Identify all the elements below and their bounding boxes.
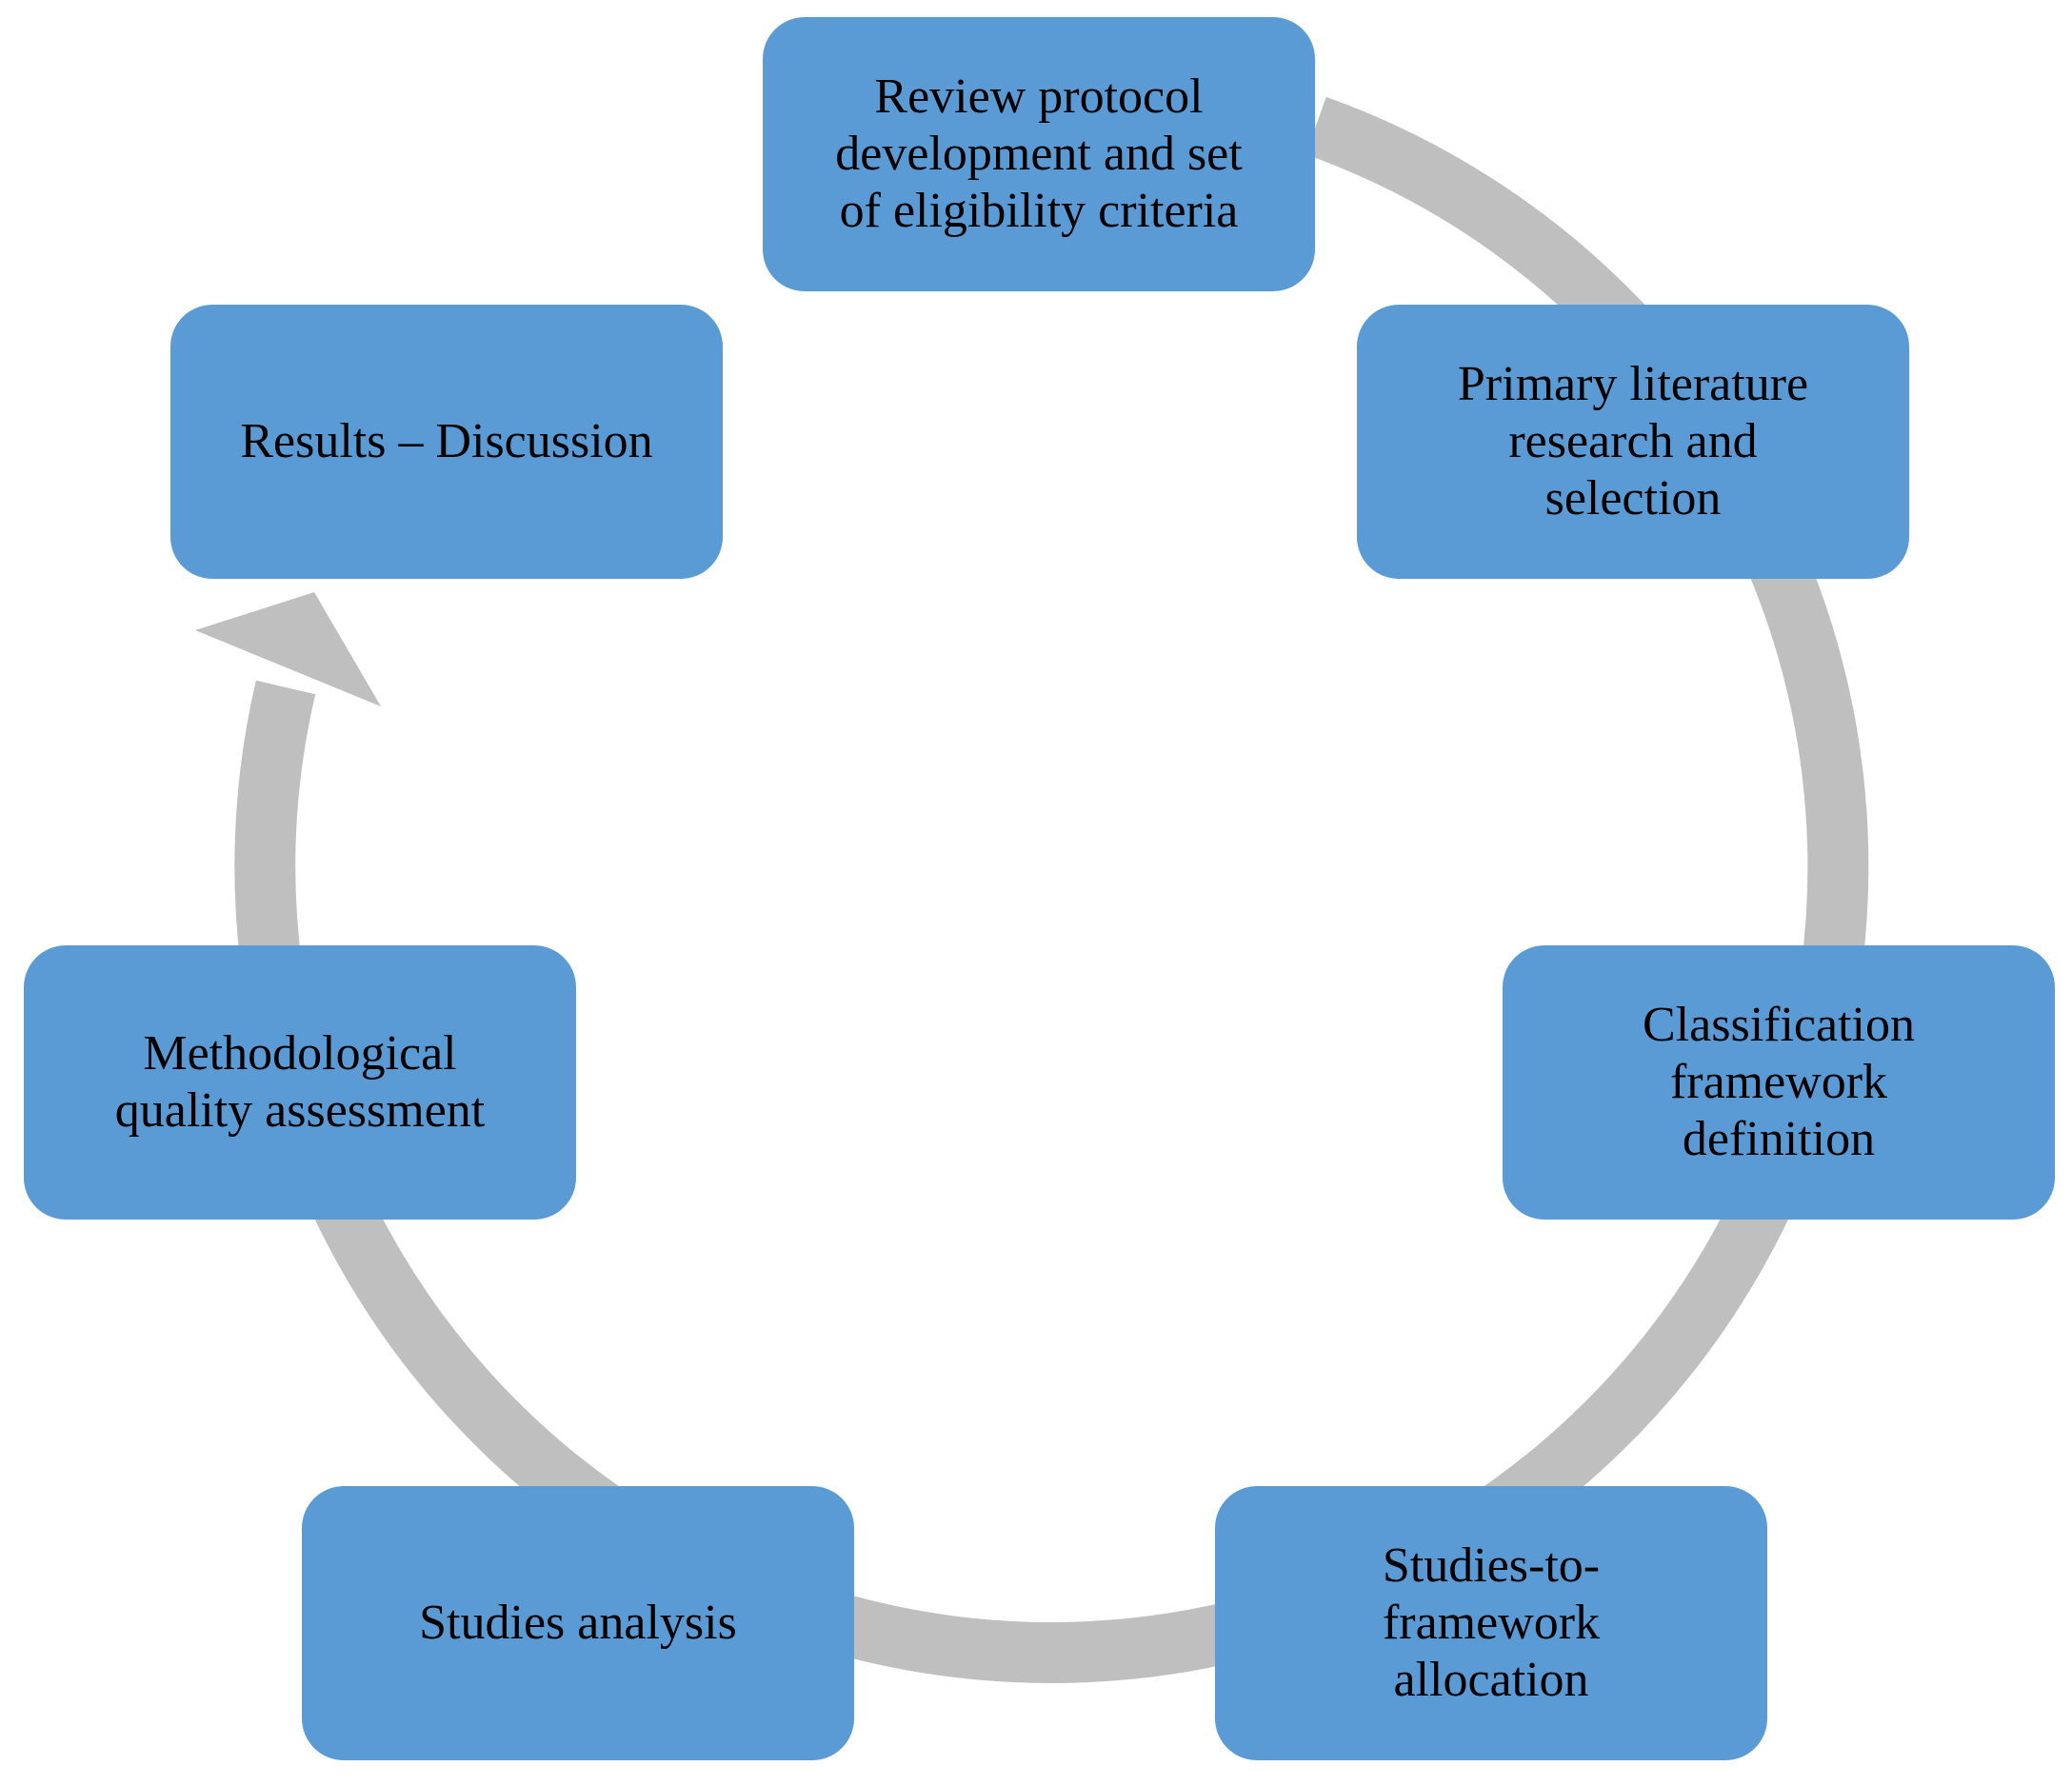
cycle-arrowhead — [195, 592, 381, 706]
step-results-discussion: Results – Discussion — [170, 305, 723, 579]
step-studies-allocation: Studies-to- framework allocation — [1215, 1486, 1767, 1760]
step-label: Primary literature research and selectio… — [1457, 357, 1809, 526]
step-label: Classification framework definition — [1643, 998, 1915, 1166]
step-label: Results – Discussion — [240, 414, 653, 468]
step-review-protocol: Review protocol development and set of e… — [763, 17, 1315, 291]
step-studies-analysis: Studies analysis — [302, 1486, 854, 1760]
step-primary-literature: Primary literature research and selectio… — [1357, 305, 1909, 579]
step-label: Methodological quality assessment — [114, 1026, 486, 1138]
step-label: Review protocol development and set of e… — [835, 69, 1243, 238]
step-label: Studies analysis — [419, 1596, 737, 1650]
step-classification-framework: Classification framework definition — [1503, 945, 2055, 1220]
step-quality-assessment: Methodological quality assessment — [24, 945, 576, 1220]
step-label: Studies-to- framework allocation — [1382, 1538, 1601, 1707]
